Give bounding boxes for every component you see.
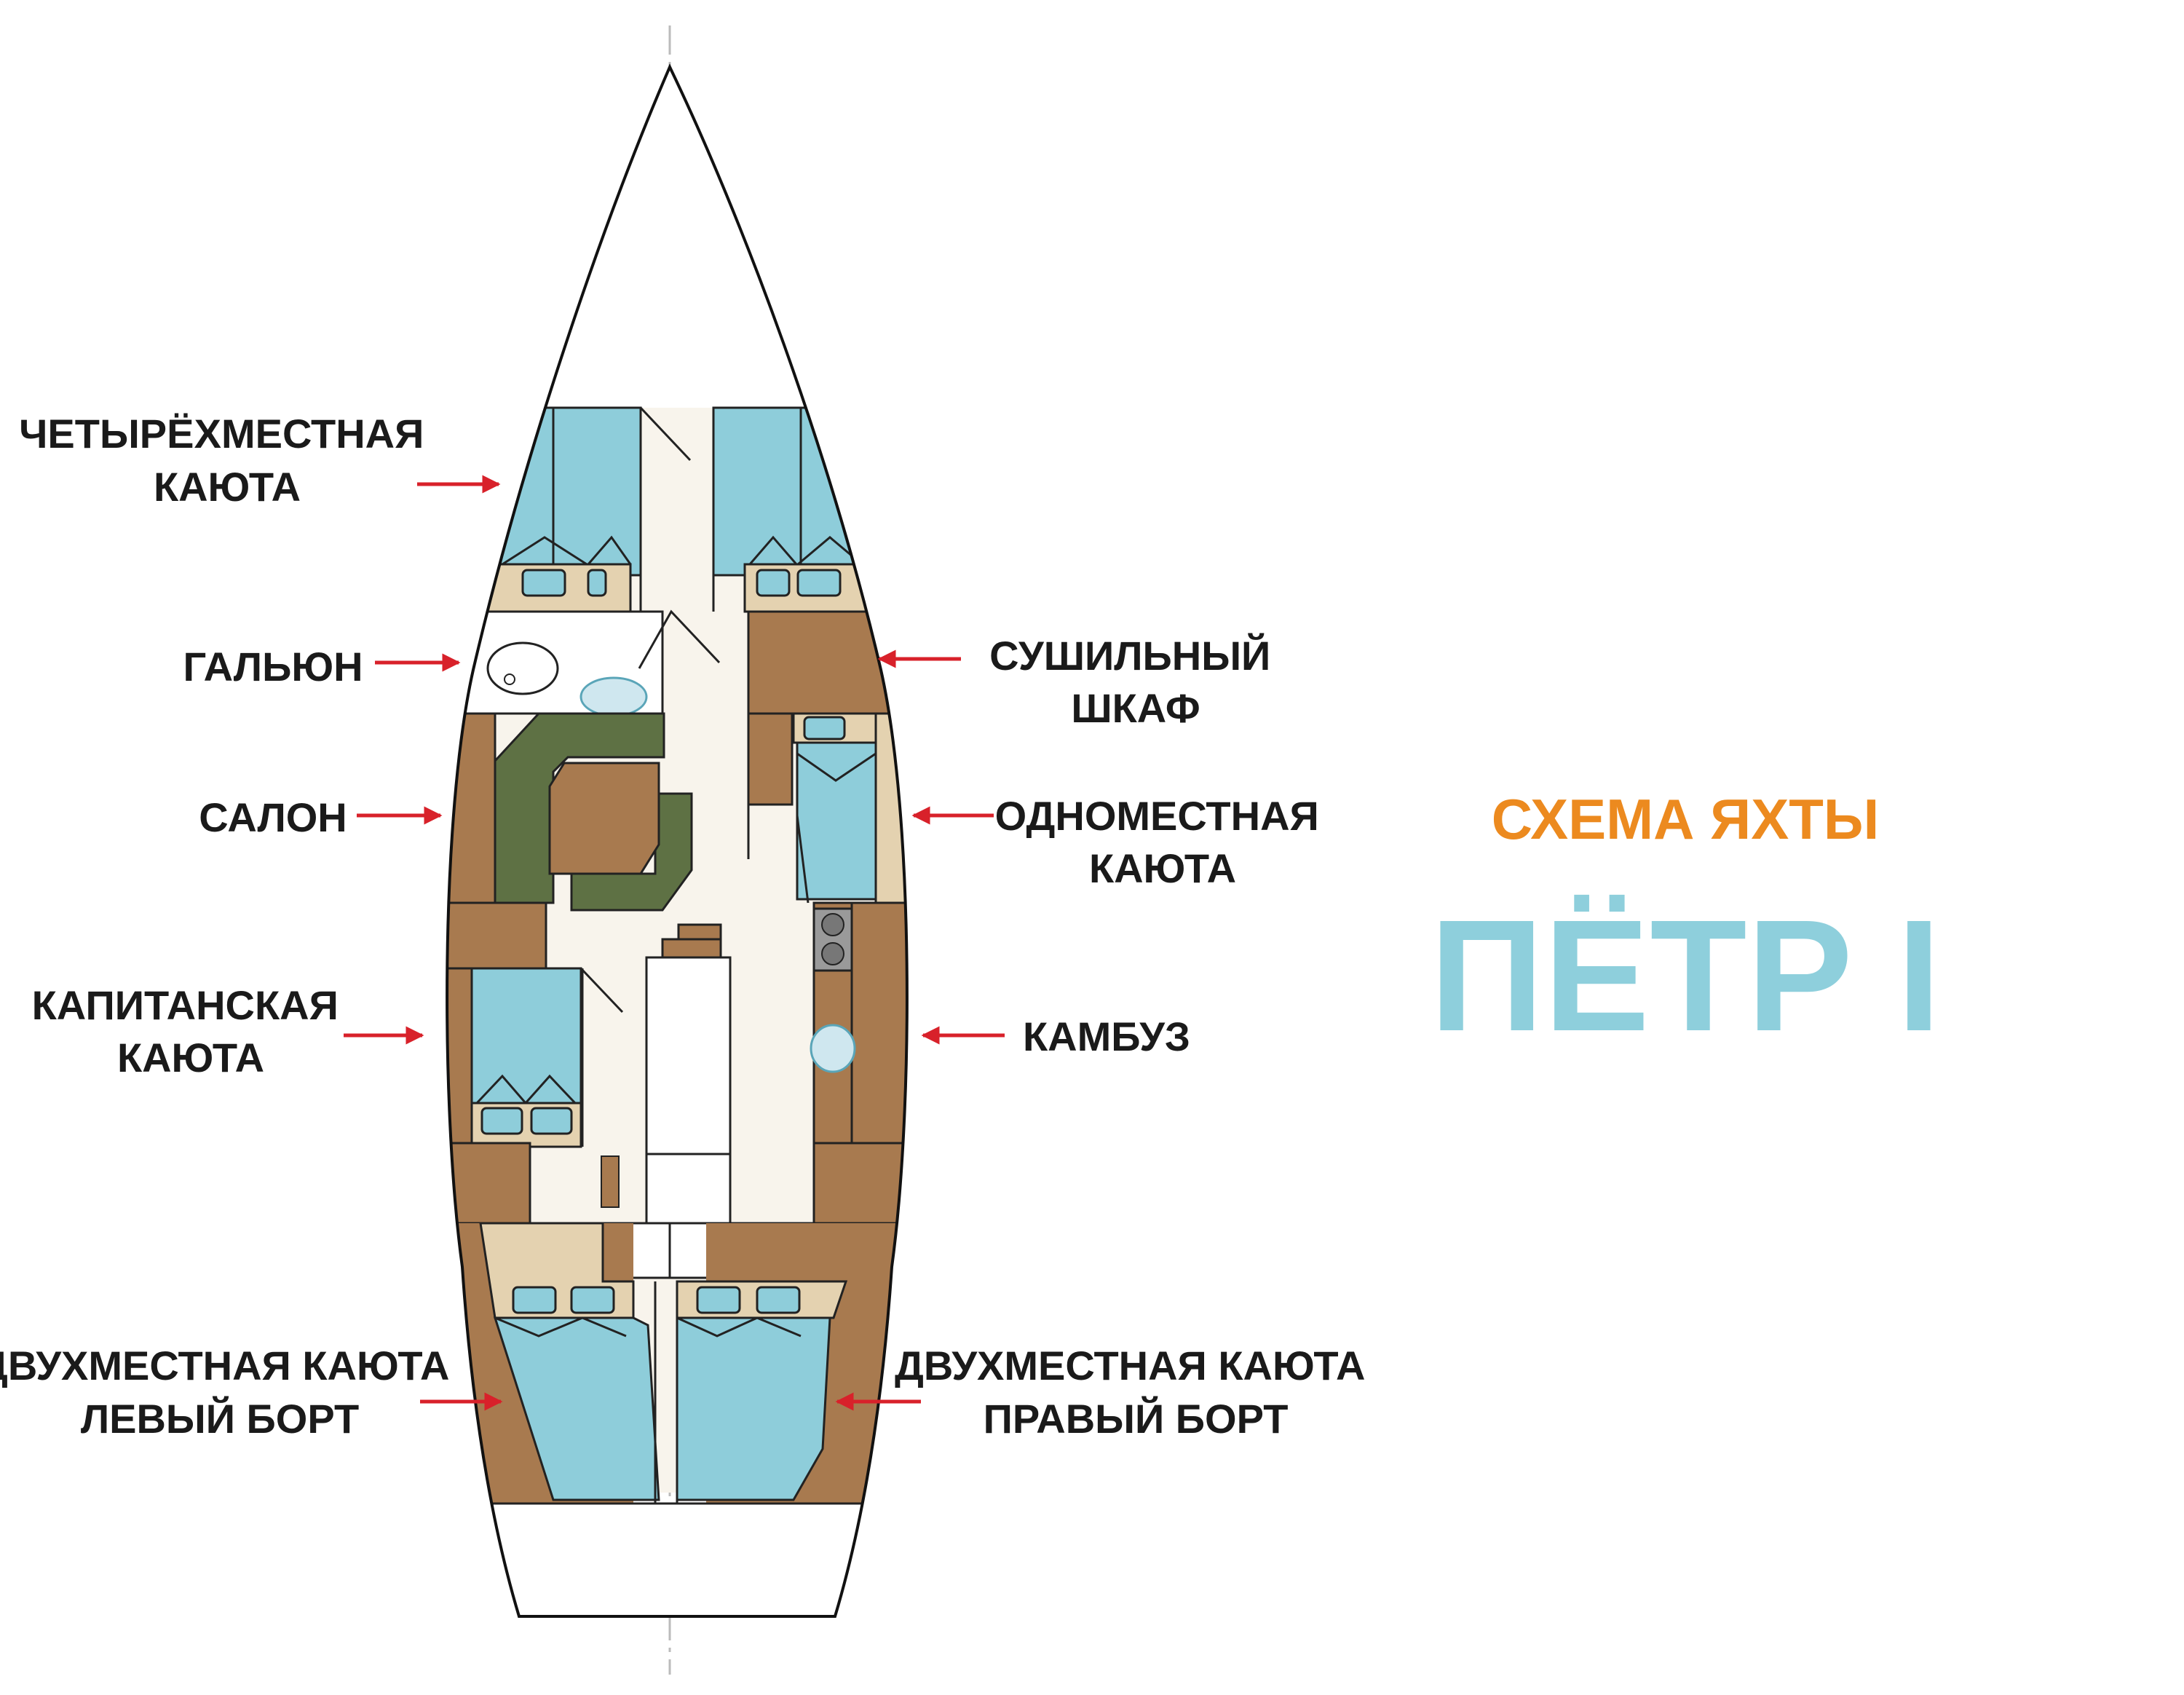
- galley-sink: [810, 1024, 856, 1073]
- stern-deck: [447, 1502, 907, 1616]
- label-double-cabin-port: ДВУХМЕСТНАЯ КАЮТА ЛЕВЫЙ БОРТ: [0, 1343, 461, 1442]
- label-captain-cabin: КАПИТАНСКАЯ КАЮТА: [32, 982, 350, 1080]
- yacht-name-title: ПЁТР I: [1430, 888, 1941, 1064]
- pointer-arrows: [344, 475, 1005, 1411]
- companionway: [645, 956, 732, 1155]
- label-saloon: САЛОН: [199, 794, 347, 840]
- diagram-subtitle: СХЕМА ЯХТЫ: [1492, 787, 1879, 851]
- aft-cabin-starboard-bunk: [676, 1316, 831, 1501]
- saloon-sofa-2: [570, 792, 693, 912]
- forward-cabin-berth-starboard: [712, 406, 802, 577]
- captain-cabin-wood: [447, 967, 473, 1145]
- aft-cabin-port-bunk: [493, 1316, 660, 1501]
- hull-interior: [447, 67, 907, 1616]
- label-head: ГАЛЬЮН: [183, 644, 363, 690]
- label-single-cabin: ОДНОМЕСТНАЯ КАЮТА: [995, 793, 1331, 891]
- single-cabin-bunk: [796, 741, 877, 901]
- toilet: [486, 641, 559, 695]
- label-drying-locker: СУШИЛЬНЫЙ ШКАФ: [989, 633, 1282, 731]
- hull-outline: [446, 63, 909, 1618]
- drying-locker: [747, 610, 907, 715]
- forward-cabin-berth-port: [447, 406, 555, 577]
- saloon-table: [548, 762, 660, 875]
- head-sink: [579, 676, 648, 717]
- label-four-berth-cabin: ЧЕТЫРЁХМЕСТНАЯ КАЮТА: [19, 411, 435, 510]
- label-galley: КАМБУЗ: [1023, 1014, 1190, 1059]
- galley-wood: [850, 901, 907, 1145]
- label-double-cabin-starboard: ДВУХМЕСТНАЯ КАЮТА ПРАВЫЙ БОРТ: [895, 1343, 1377, 1442]
